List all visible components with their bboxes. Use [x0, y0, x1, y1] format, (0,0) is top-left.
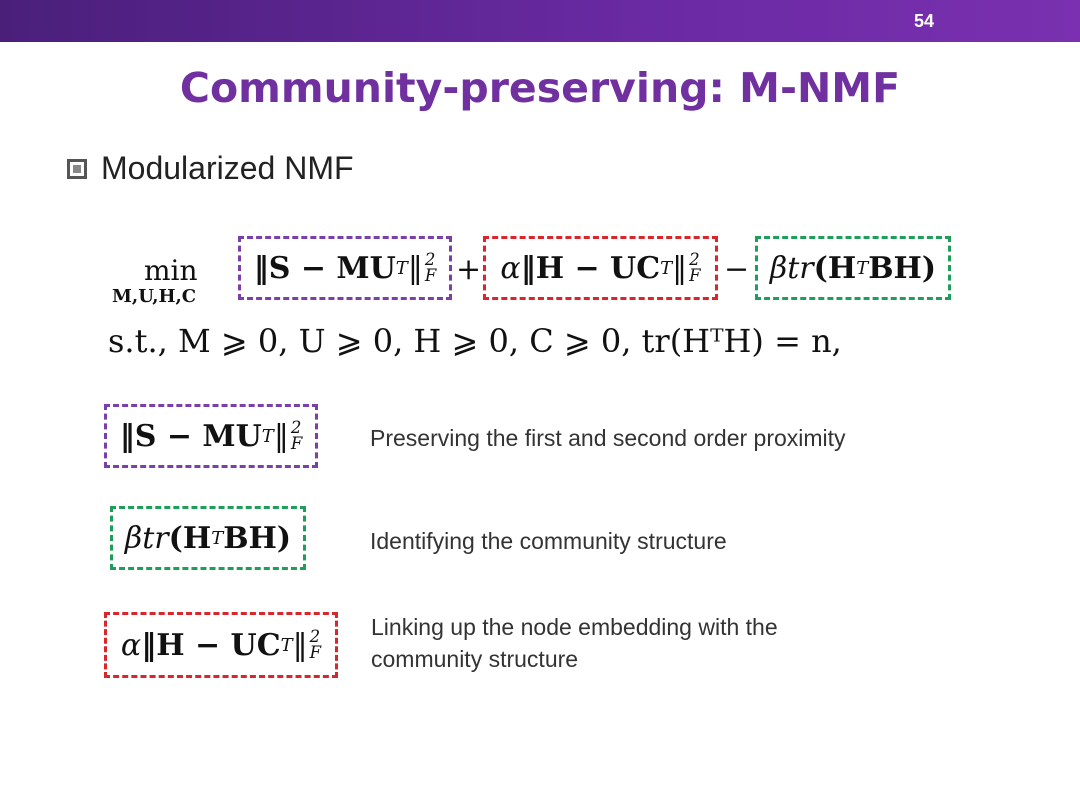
norm-close: ‖	[292, 627, 308, 663]
legend-linking-line1: Linking up the node embedding with the	[371, 614, 778, 640]
community-term-H: (H	[813, 250, 857, 286]
square-sup: 2	[290, 418, 302, 438]
transpose-sup: T	[395, 257, 408, 279]
legend-linking-line2: community structure	[371, 646, 579, 672]
frobenius-sub: F	[424, 266, 437, 285]
norm-close: ‖	[672, 250, 688, 286]
square-sup: 2	[689, 250, 700, 270]
bullet-item: Modularized NMF	[67, 150, 354, 187]
transpose-sup: T	[261, 425, 274, 447]
legend-proximity-term: ‖S − MU	[119, 418, 262, 454]
linking-term: ‖H − UC	[520, 250, 661, 286]
beta-trace: βtr	[769, 250, 814, 286]
community-term-BH: BH)	[868, 250, 937, 286]
slide-header-bar: 54	[0, 0, 1080, 42]
alpha-symbol: α	[120, 627, 142, 663]
constraint-equation: s.t., M ⩾ 0, U ⩾ 0, H ⩾ 0, C ⩾ 0, tr(HᵀH…	[108, 322, 842, 360]
legend-proximity-text: Preserving the first and second order pr…	[370, 425, 846, 451]
transpose-sup: T	[211, 527, 224, 549]
proximity-term: ‖S − MU	[253, 250, 396, 286]
legend-community-text: Identifying the community structure	[370, 528, 727, 554]
norm-close: ‖	[273, 418, 289, 454]
plus-operator: +	[456, 252, 482, 287]
transpose-sup: T	[660, 257, 673, 279]
frobenius-sub: F	[689, 266, 701, 285]
alpha-symbol: α	[500, 250, 521, 286]
legend-linking-text: Linking up the node embedding with the c…	[371, 611, 778, 675]
transpose-sup: T	[856, 257, 869, 279]
frobenius-sub: F	[309, 643, 322, 662]
min-operator: min	[144, 254, 198, 287]
slide-number: 54	[913, 11, 934, 31]
beta-trace: βtr	[124, 520, 169, 556]
square-sup: 2	[309, 627, 321, 647]
minus-operator: −	[724, 252, 750, 287]
bullet-text: Modularized NMF	[101, 150, 354, 186]
legend-community-BH: BH)	[223, 520, 292, 556]
frobenius-sub: F	[290, 434, 303, 453]
transpose-sup: T	[280, 634, 293, 656]
square-sup: 2	[424, 250, 436, 270]
min-subscript: M,U,H,C	[112, 286, 197, 307]
slide-title: Community-preserving: M-NMF	[179, 64, 901, 112]
norm-close: ‖	[407, 250, 423, 286]
legend-linking-term: ‖H − UC	[141, 627, 281, 663]
legend-community-H: (H	[168, 520, 212, 556]
square-bullet-icon	[67, 158, 87, 179]
